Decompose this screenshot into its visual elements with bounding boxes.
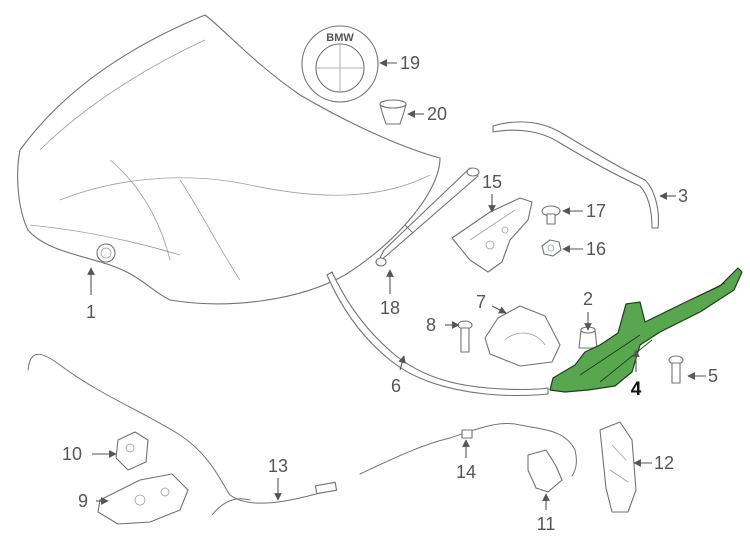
callout-16: 16 (586, 239, 606, 259)
callout-4: 4 (631, 379, 642, 400)
screw-5 (668, 355, 684, 384)
callout-7: 7 (476, 292, 486, 312)
side-bracket (599, 421, 637, 513)
bolt-17 (541, 205, 561, 225)
screw-8 (457, 320, 473, 353)
callout-17: 17 (586, 201, 606, 221)
seal-strip-rear (492, 121, 659, 229)
callout-3: 3 (678, 186, 688, 206)
hood-panel (17, 14, 441, 305)
callout-numbers: 1 2 3 4 5 6 7 8 9 10 11 12 13 14 15 16 1… (62, 53, 718, 534)
callout-2: 2 (583, 289, 593, 309)
callout-12: 12 (654, 453, 674, 473)
callout-20: 20 (427, 104, 447, 124)
callout-14: 14 (456, 462, 476, 482)
gas-strut (375, 167, 480, 267)
emblem-letters: BMW (326, 32, 354, 44)
hood-hinge (451, 197, 533, 273)
grommet (379, 99, 407, 125)
leader-lines (87, 59, 706, 510)
seal-strip-front (326, 271, 549, 397)
callout-9: 9 (78, 491, 88, 511)
emblem: BMW (301, 25, 379, 103)
callout-6: 6 (391, 376, 401, 396)
callout-8: 8 (426, 315, 436, 335)
callout-5: 5 (708, 366, 718, 386)
hood-lock (97, 473, 189, 525)
release-cable-rear (359, 422, 577, 477)
callout-10: 10 (62, 444, 82, 464)
nut-16 (541, 239, 562, 257)
release-handle (527, 449, 563, 493)
callout-18: 18 (380, 298, 400, 318)
callout-11: 11 (537, 514, 556, 534)
callout-1: 1 (86, 302, 96, 322)
lock-carrier-highlighted (549, 267, 743, 393)
rubber-buffer (578, 326, 598, 349)
callout-19: 19 (400, 53, 420, 73)
release-cable-front (27, 353, 338, 516)
latch-top (115, 431, 149, 471)
callout-15: 15 (482, 172, 502, 192)
latch-bracket (484, 305, 561, 367)
callout-13: 13 (268, 456, 288, 476)
